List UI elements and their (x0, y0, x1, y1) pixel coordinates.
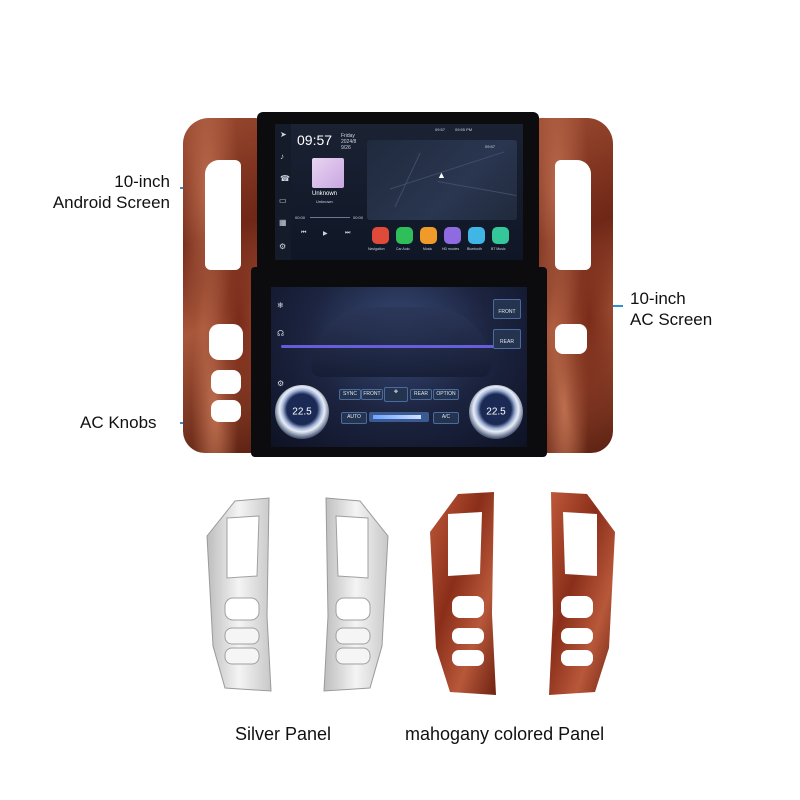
ac-fan-button[interactable]: ✥ (384, 387, 408, 402)
map-pointer-icon: ▲ (437, 170, 446, 180)
fan-icon: ✥ (393, 389, 399, 395)
clock-date-3: 9/26 (341, 145, 351, 151)
media-subtitle: Unknown (316, 199, 333, 204)
ac-sync-button[interactable]: SYNC (339, 389, 361, 400)
status-time-right: 09:55 PM (455, 127, 473, 132)
ac-ac-button[interactable]: A/C (433, 412, 459, 424)
media-start: 00:00 (295, 215, 306, 220)
ac-front-side-label: FRONT (498, 309, 516, 315)
music-note-icon[interactable]: ♪ (280, 152, 284, 161)
app-label-car-auto: Car Auto (396, 247, 410, 251)
music-app-icon[interactable] (420, 227, 437, 244)
ambient-light (281, 345, 517, 348)
ac-auto-button[interactable]: AUTO (341, 412, 367, 424)
android-bezel: ➤ ♪ ☎ ▭ ▦ ⚙ 09:57 Friday 2024/8 9/26 Unk… (257, 112, 539, 272)
hd-movies-app-icon[interactable] (444, 227, 461, 244)
car-auto-app-icon[interactable] (396, 227, 413, 244)
map-time: 09:57 (485, 144, 496, 149)
android-screen: ➤ ♪ ☎ ▭ ▦ ⚙ 09:57 Friday 2024/8 9/26 Unk… (275, 124, 523, 260)
left-wood-trim (183, 118, 263, 453)
mahogany-panel-caption: mahogany colored Panel (405, 724, 605, 744)
clock-date-2: 2024/8 (341, 139, 357, 145)
car-interior-image (311, 307, 491, 377)
ac-rear-button[interactable]: REAR (410, 389, 432, 400)
right-knob-temp: 22.5 (486, 406, 506, 418)
ac-front-side-button[interactable]: FRONT (493, 299, 521, 319)
grid-icon[interactable]: ▦ (279, 218, 287, 227)
android-screen-callout: 10-inch Android Screen (30, 171, 170, 213)
status-time-left: 09:57 (435, 127, 446, 132)
silver-panel-right (323, 497, 389, 692)
ac-option-button[interactable]: OPTION (433, 389, 459, 400)
ac-callout-size: 10-inch (630, 289, 686, 308)
ac-rear-side-label: REAR (500, 339, 514, 345)
media-progress[interactable] (310, 217, 350, 218)
next-icon[interactable]: ⏭ (345, 230, 351, 236)
app-label-bt-music: BT Music (491, 247, 506, 251)
media-end: 00:00 (353, 215, 364, 220)
ac-left-icon-3[interactable]: ⚙ (277, 379, 285, 388)
map-view[interactable]: ▲ (367, 140, 517, 220)
phone-icon[interactable]: ☎ (280, 174, 290, 183)
android-sidebar (275, 124, 291, 260)
ac-rear-side-button[interactable]: REAR (493, 329, 521, 349)
silver-panel-left (206, 497, 272, 692)
ac-left-icon-1[interactable]: ❄ (277, 301, 284, 310)
mahogany-panel-right (549, 492, 615, 695)
mahogany-panel-left (430, 492, 496, 695)
right-ac-knob[interactable]: 22.5 (469, 385, 523, 439)
ac-knobs-callout: AC Knobs (80, 413, 157, 432)
app-label-music: Music (423, 247, 433, 251)
ac-screen-callout: 10-inch AC Screen (630, 288, 770, 330)
ac-callout-label: AC Screen (630, 310, 713, 329)
silver-panel-caption: Silver Panel (235, 724, 332, 744)
gear-icon[interactable]: ⚙ (279, 242, 287, 251)
clock-time: 09:57 (297, 132, 333, 148)
ac-bezel: ❄ ☊ ⚙ FRONT REAR SYNC FRONT ✥ REAR OPTIO… (251, 267, 547, 457)
nav-arrow-icon[interactable]: ➤ (280, 130, 287, 139)
prev-icon[interactable]: ⏮ (301, 230, 307, 236)
fan-speed-bar[interactable] (369, 412, 429, 422)
left-knob-temp: 22.5 (292, 406, 312, 418)
ac-left-icon-2[interactable]: ☊ (277, 329, 285, 338)
clock-date: Friday (341, 133, 355, 139)
app-label-hd-movies: HD movies (442, 247, 460, 251)
play-icon[interactable]: ▶ (323, 231, 328, 237)
head-unit: ➤ ♪ ☎ ▭ ▦ ⚙ 09:57 Friday 2024/8 9/26 Unk… (183, 112, 613, 457)
album-art (312, 158, 344, 188)
android-callout-label: Android Screen (52, 193, 170, 212)
bt-music-app-icon[interactable] (492, 227, 509, 244)
android-callout-size: 10-inch (114, 172, 170, 191)
app-label-bluetooth: Bluetooth (467, 247, 482, 251)
app-label-navigation: Navigation (368, 247, 385, 251)
car-icon[interactable]: ▭ (279, 196, 287, 205)
ac-front-button[interactable]: FRONT (361, 389, 383, 400)
bluetooth-app-icon[interactable] (468, 227, 485, 244)
navigation-app-icon[interactable] (372, 227, 389, 244)
media-title: Unknown (312, 191, 338, 197)
left-ac-knob[interactable]: 22.5 (275, 385, 329, 439)
